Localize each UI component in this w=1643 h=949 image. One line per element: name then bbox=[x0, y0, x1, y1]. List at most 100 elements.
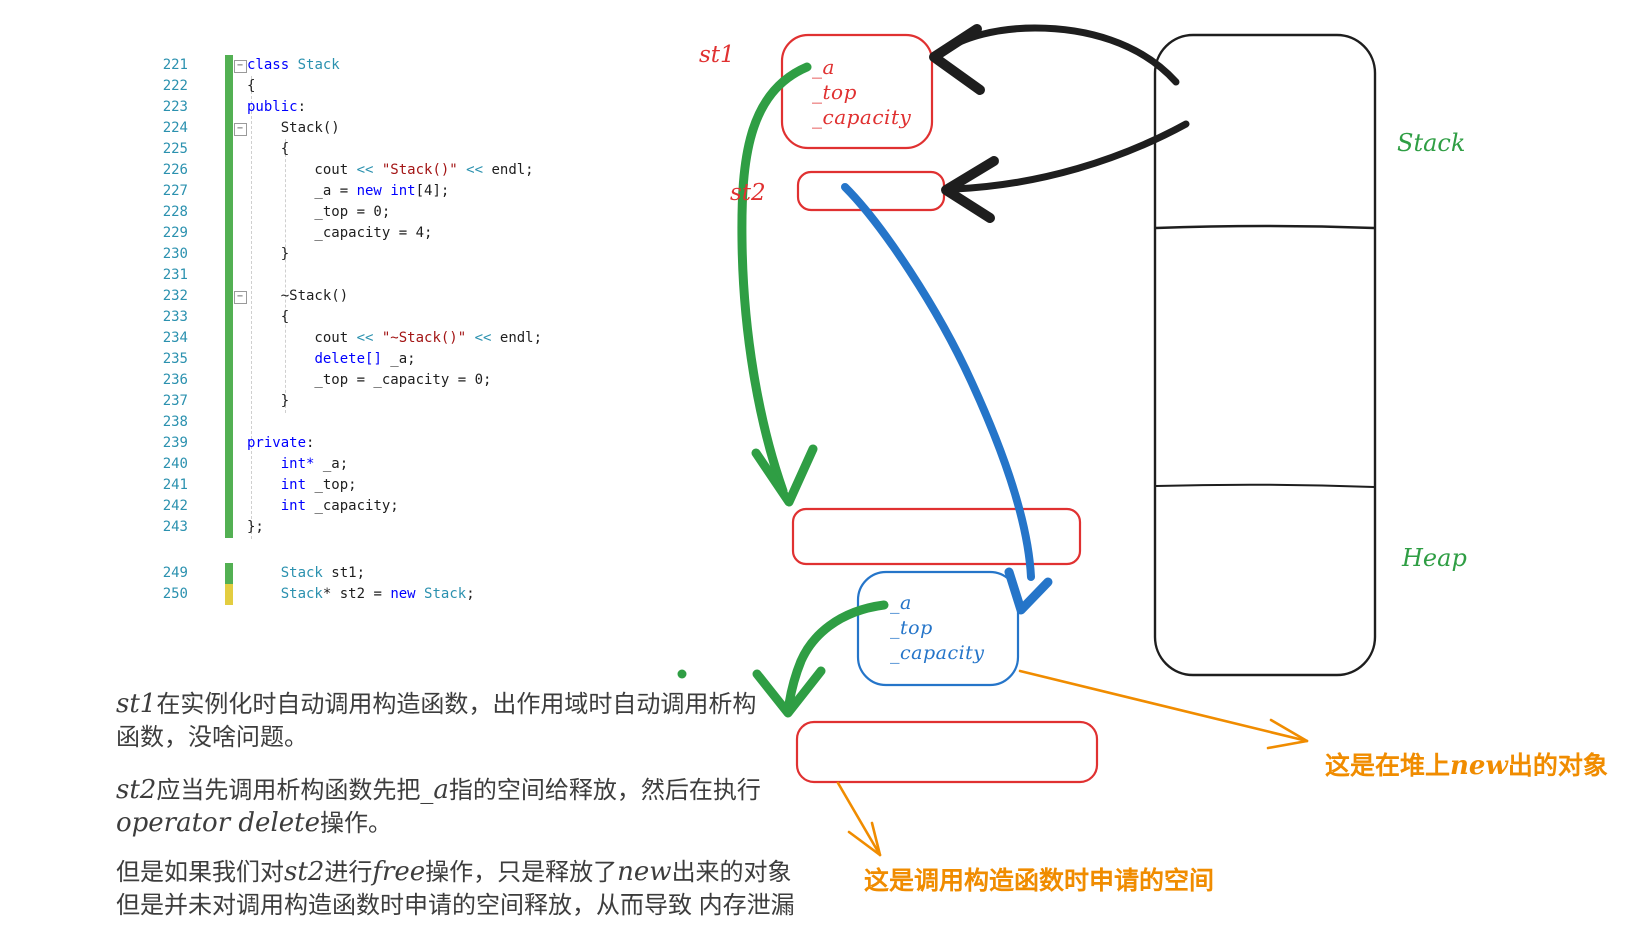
heap-member-capacity: _capacity bbox=[890, 642, 985, 664]
code-token bbox=[247, 565, 281, 581]
line-number: 235 bbox=[162, 351, 188, 367]
line-number: 241 bbox=[162, 477, 188, 493]
note-line: 函数，没啥问题。 bbox=[116, 721, 756, 754]
line-number: 238 bbox=[162, 414, 188, 430]
line-number: 230 bbox=[162, 246, 188, 262]
change-tracking-bar bbox=[225, 55, 233, 76]
code-token: [4]; bbox=[415, 183, 450, 199]
code-token: public bbox=[247, 99, 298, 115]
code-token: "Stack()" bbox=[381, 162, 458, 178]
fold-margin bbox=[233, 454, 247, 475]
code-line: 235 delete[] _a; bbox=[0, 349, 640, 370]
arrow-caption-ctor-space bbox=[836, 781, 882, 857]
change-tracking-bar bbox=[225, 160, 233, 181]
fold-margin bbox=[233, 391, 247, 412]
code-line: 237 } bbox=[0, 391, 640, 412]
arrow-st2-to-heap-object bbox=[841, 183, 1035, 581]
code-text: { bbox=[247, 76, 255, 97]
code-text: public: bbox=[247, 97, 306, 118]
fold-margin bbox=[233, 160, 247, 181]
fold-margin bbox=[233, 584, 247, 605]
st1-member-capacity: _capacity bbox=[812, 105, 912, 129]
frame-divider-bottom bbox=[1155, 483, 1375, 488]
code-text: int _capacity; bbox=[247, 496, 399, 517]
line-number: 224 bbox=[162, 120, 188, 136]
code-line: 238 bbox=[0, 412, 640, 433]
text-segment: st2 bbox=[116, 775, 157, 805]
text-segment: st2 bbox=[284, 857, 325, 887]
line-number: 231 bbox=[162, 267, 188, 283]
collapse-icon[interactable]: − bbox=[233, 291, 247, 304]
code-token: int bbox=[390, 183, 416, 199]
indent-guide bbox=[251, 76, 252, 539]
line-number: 234 bbox=[162, 330, 188, 346]
code-token: * st2 = bbox=[322, 586, 391, 602]
fold-margin bbox=[233, 202, 247, 223]
fold-margin: − bbox=[233, 55, 247, 76]
code-text: class Stack bbox=[247, 55, 340, 76]
code-token: Stack bbox=[280, 586, 323, 602]
st1-label: st1 bbox=[699, 42, 735, 68]
code-text: } bbox=[247, 391, 289, 412]
change-tracking-bar bbox=[225, 391, 233, 412]
code-token: ~Stack() bbox=[247, 288, 349, 304]
code-line: 225 { bbox=[0, 139, 640, 160]
code-text: int _top; bbox=[247, 475, 357, 496]
code-line: 222{ bbox=[0, 76, 640, 97]
line-number: 233 bbox=[162, 309, 188, 325]
line-number: 240 bbox=[162, 456, 188, 472]
line-number: 242 bbox=[162, 498, 188, 514]
arrow-stack-to-st1 bbox=[946, 24, 1180, 86]
note-line: st2应当先调用析构函数先把_a指的空间给释放，然后在执行 bbox=[116, 774, 761, 807]
note-line: 但是并未对调用构造函数时申请的空间释放，从而导致 内存泄漏 bbox=[116, 889, 795, 922]
code-token: cout bbox=[247, 162, 357, 178]
code-token: Stack bbox=[280, 565, 323, 581]
code-token bbox=[416, 586, 424, 602]
line-number: 243 bbox=[162, 519, 188, 535]
fold-margin bbox=[233, 475, 247, 496]
code-token bbox=[247, 351, 314, 367]
code-token bbox=[247, 498, 281, 514]
code-token: new bbox=[356, 183, 382, 199]
collapse-icon[interactable]: − bbox=[233, 123, 247, 136]
arrow-caption-new-object-head bbox=[1266, 718, 1309, 750]
code-token bbox=[373, 330, 381, 346]
text-segment: free bbox=[372, 857, 426, 887]
code-line: 230 } bbox=[0, 244, 640, 265]
fold-margin bbox=[233, 517, 247, 538]
text-segment: 应当先调用析构函数先把 bbox=[156, 777, 421, 804]
code-token: private bbox=[247, 435, 307, 451]
note-line: st1在实例化时自动调用构造函数，出作用域时自动调用析构 bbox=[116, 688, 756, 721]
code-line: 233 { bbox=[0, 307, 640, 328]
fold-margin bbox=[233, 412, 247, 433]
code-line: 242 int _capacity; bbox=[0, 496, 640, 517]
change-tracking-bar bbox=[225, 76, 233, 97]
line-number: 249 bbox=[162, 565, 188, 581]
code-text: Stack st1; bbox=[247, 563, 365, 584]
code-token bbox=[373, 162, 381, 178]
fold-margin bbox=[233, 307, 247, 328]
code-text: { bbox=[247, 307, 289, 328]
heap-array-box-1 bbox=[791, 507, 1082, 566]
text-segment: 进行 bbox=[324, 859, 373, 886]
code-line: 228 _top = 0; bbox=[0, 202, 640, 223]
code-token bbox=[289, 57, 297, 73]
fold-margin: − bbox=[233, 286, 247, 307]
indent-guide bbox=[285, 139, 286, 413]
line-number: 228 bbox=[162, 204, 188, 220]
code-text: cout << "~Stack()" << endl; bbox=[247, 328, 542, 349]
code-text: _capacity = 4; bbox=[247, 223, 432, 244]
code-token bbox=[466, 330, 474, 346]
text-segment: 这是在堆上 bbox=[1325, 752, 1451, 780]
collapse-icon[interactable]: − bbox=[233, 60, 247, 73]
change-tracking-bar bbox=[225, 202, 233, 223]
arrow-stack-to-st1-head bbox=[929, 24, 985, 95]
arrow-stack-to-st2 bbox=[951, 120, 1190, 193]
code-text: private: bbox=[247, 433, 314, 454]
code-text: int* _a; bbox=[247, 454, 348, 475]
